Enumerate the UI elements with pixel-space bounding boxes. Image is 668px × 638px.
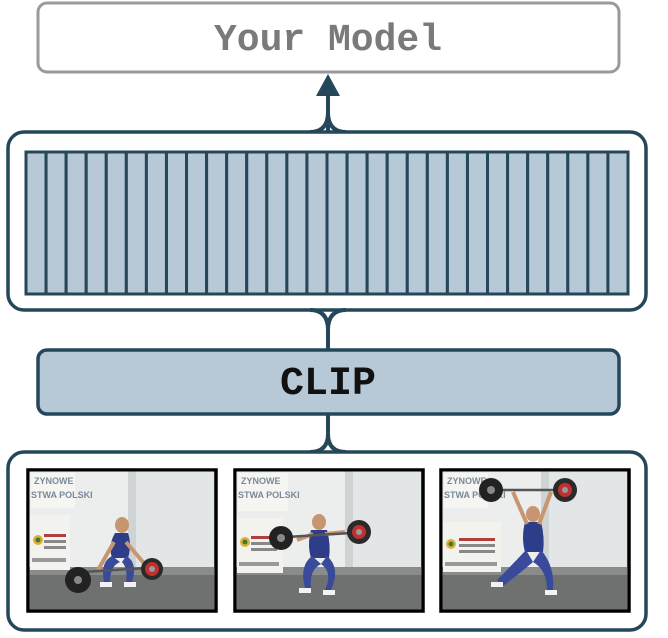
sponsor-banner xyxy=(31,473,75,508)
weightlifter xyxy=(491,491,557,595)
barbell xyxy=(479,478,577,502)
feature-cell xyxy=(24,150,48,296)
feature-cell xyxy=(185,150,209,296)
feature-cell xyxy=(225,150,249,296)
feature-cell xyxy=(44,150,68,296)
feature-cell xyxy=(566,150,590,296)
clip-label: CLIP xyxy=(280,362,376,407)
feature-cell xyxy=(285,150,309,296)
banner-text-line2: STWA POLSKI xyxy=(444,490,506,500)
feature-cell xyxy=(385,150,409,296)
feature-cell xyxy=(445,150,469,296)
video-frame-3: ZYNOWE STWA POLSKI xyxy=(439,468,631,613)
feature-cell xyxy=(405,150,429,296)
connector-frames-to-clip xyxy=(309,414,347,454)
video-frame-1: ZYNOWE STWA POLSKI xyxy=(26,468,218,613)
feature-cell xyxy=(465,150,490,296)
feature-container xyxy=(6,130,648,312)
feature-cell xyxy=(325,150,349,296)
sponsor-banner xyxy=(238,473,288,511)
banner-text-line1: ZYNOWE xyxy=(447,476,487,486)
feature-cell xyxy=(305,150,329,296)
feature-cell xyxy=(164,150,189,296)
feature-cell xyxy=(144,150,168,296)
feature-cell xyxy=(506,150,530,296)
banner-text-line1: ZYNOWE xyxy=(34,476,74,486)
feature-cell xyxy=(365,150,389,296)
feature-cell xyxy=(104,150,128,296)
model-box: Your Model xyxy=(36,1,621,74)
banner-text-line1: ZYNOWE xyxy=(241,476,281,486)
feature-cell xyxy=(345,150,369,296)
feature-cell xyxy=(425,150,449,296)
arrow-to-model xyxy=(309,74,347,134)
feature-cells xyxy=(24,150,630,296)
banner-text-line2: STWA POLSKI xyxy=(31,490,93,500)
barbell xyxy=(269,520,371,550)
barbell xyxy=(65,558,163,593)
feature-cell xyxy=(84,150,108,296)
feature-cell xyxy=(546,150,570,296)
feature-cell xyxy=(64,150,88,296)
feature-cell xyxy=(486,150,510,296)
feature-cell xyxy=(205,150,229,296)
video-frame-2: ZYNOWE STWA POLSKI xyxy=(233,468,425,613)
model-label: Your Model xyxy=(214,19,442,62)
feature-cell xyxy=(245,150,269,296)
feature-cell xyxy=(526,150,550,296)
feature-cell xyxy=(586,150,610,296)
feature-cell xyxy=(265,150,289,296)
feature-cell xyxy=(124,150,148,296)
banner-text-line2: STWA POLSKI xyxy=(238,490,300,500)
clip-box: CLIP xyxy=(36,348,621,416)
connector-clip-to-features xyxy=(309,308,347,350)
feature-cell xyxy=(606,150,630,296)
weightlifter xyxy=(296,514,346,595)
